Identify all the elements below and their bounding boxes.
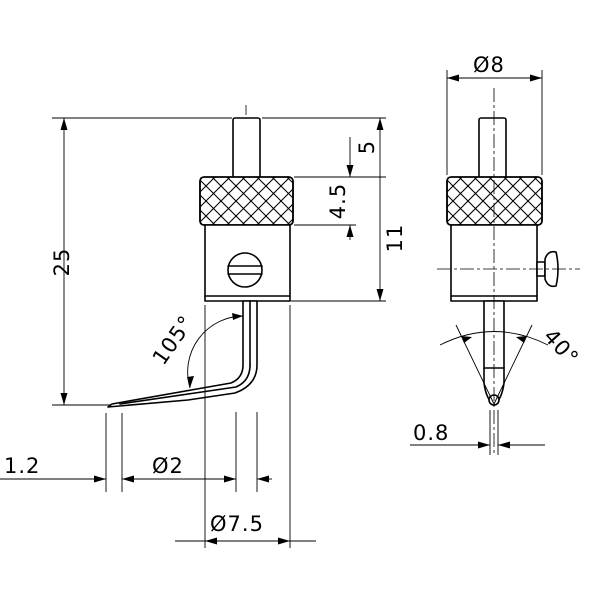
shaft-diameter-label: Ø2 — [152, 454, 184, 478]
dimension-tip-width: 1.2 — [0, 413, 140, 492]
dimension-bend-angle: 105° — [148, 311, 244, 389]
body-length-label: 11 — [383, 224, 407, 253]
dimension-knurl: 4.5 — [294, 183, 356, 240]
side-knurled-ring — [446, 176, 543, 226]
total-length-label: 25 — [50, 248, 74, 277]
side-diameter-label: Ø8 — [473, 53, 505, 77]
dimension-tip-angle: 40° — [439, 324, 584, 405]
tip-width-label: 1.2 — [4, 454, 40, 478]
knurled-ring — [199, 176, 294, 226]
body-diameter-label: Ø7.5 — [210, 512, 264, 536]
tip-angle-label: 40° — [539, 324, 584, 370]
front-view: 25 5 4.5 11 10 — [0, 105, 407, 548]
top-pin-length-label: 5 — [355, 140, 379, 154]
dimension-total-length: 25 — [50, 117, 232, 406]
knurl-length-label: 4.5 — [326, 183, 350, 219]
dimension-shaft-diameter: Ø2 — [140, 412, 272, 492]
side-top-pin — [478, 117, 507, 179]
dimension-side-diameter: Ø8 — [446, 53, 543, 175]
dimension-top-pin: 5 — [262, 117, 386, 301]
dimension-body-diameter: Ø7.5 — [175, 305, 316, 548]
dimension-body-length: 11 — [291, 224, 407, 302]
clamp-screw — [227, 252, 263, 288]
dimension-tip-diameter: 0.8 — [410, 410, 545, 455]
side-view: Ø8 40° 0.8 — [410, 53, 584, 455]
bent-stylus — [107, 300, 258, 408]
bend-angle-label: 105° — [148, 311, 199, 369]
tip-diameter-label: 0.8 — [413, 421, 449, 445]
top-pin — [232, 117, 261, 179]
